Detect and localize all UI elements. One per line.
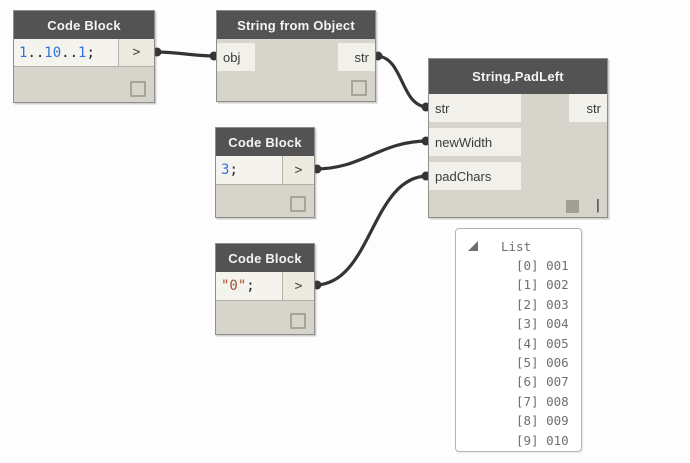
lacing-indicator[interactable]: |: [594, 198, 602, 213]
list-item: [3] 004: [516, 316, 569, 332]
node-code-block-3[interactable]: Code Block "0"; >: [215, 243, 315, 335]
list-item: [8] 009: [516, 413, 569, 429]
preview-checkbox[interactable]: [290, 313, 306, 329]
list-item: [6] 007: [516, 374, 569, 390]
preview-checkbox[interactable]: [351, 80, 367, 96]
output-port-str[interactable]: str: [569, 94, 607, 122]
code-token: 1: [78, 44, 87, 61]
code-token: ..: [61, 44, 79, 61]
output-port[interactable]: >: [282, 272, 314, 300]
list-item: [7] 008: [516, 393, 569, 409]
preview-list-label[interactable]: List: [501, 238, 532, 254]
node-title[interactable]: String from Object: [217, 11, 375, 39]
list-item: [0] 001: [516, 258, 569, 273]
output-port-str[interactable]: str: [338, 43, 375, 71]
list-item: [4] 005: [516, 335, 569, 351]
code-token: ..: [27, 44, 45, 61]
input-port-padchars[interactable]: padChars: [429, 162, 521, 190]
wire-codeblock2-to-newwidth[interactable]: [313, 139, 430, 171]
list-item: [5] 006: [516, 354, 569, 370]
input-port-str[interactable]: str: [429, 94, 521, 122]
wire-codeblock1-to-obj[interactable]: [153, 50, 218, 58]
code-token: ;: [86, 44, 95, 61]
code-input[interactable]: 1..10..1;: [14, 39, 118, 66]
code-input[interactable]: 3;: [216, 156, 282, 184]
node-string-padleft[interactable]: String.PadLeft str newWidth padChars str…: [428, 58, 608, 218]
list-item: [9] 010: [516, 432, 569, 448]
node-code-block-2[interactable]: Code Block 3; >: [215, 127, 315, 218]
code-input[interactable]: "0";: [216, 272, 282, 300]
node-title[interactable]: Code Block: [216, 244, 314, 272]
wire-codeblock3-to-padchars[interactable]: [313, 174, 430, 287]
list-item: [2] 003: [516, 296, 569, 312]
preview-list-items: [0] 001 [1] 002 [2] 003 [3] 004 [4] 005 [5] 0…: [456, 256, 581, 450]
node-title[interactable]: Code Block: [14, 11, 154, 39]
input-port-newwidth[interactable]: newWidth: [429, 128, 521, 156]
output-port[interactable]: >: [282, 156, 314, 184]
code-token: ;: [229, 162, 238, 178]
node-code-block-1[interactable]: Code Block 1..10..1; >: [13, 10, 155, 103]
code-token: ;: [246, 278, 255, 294]
preview-checkbox[interactable]: [130, 81, 146, 97]
list-item: [1] 002: [516, 277, 569, 293]
input-port-obj[interactable]: obj: [217, 43, 255, 71]
code-token: 3: [221, 162, 230, 178]
node-string-from-object[interactable]: String from Object obj str: [216, 10, 376, 102]
code-token: "0": [221, 278, 247, 294]
wire-str-to-str[interactable]: [374, 54, 430, 109]
output-port[interactable]: >: [118, 39, 154, 66]
node-title[interactable]: Code Block: [216, 128, 314, 156]
preview-toggle-filled[interactable]: [566, 200, 579, 213]
code-token: 10: [44, 44, 62, 61]
code-token: 1: [19, 44, 28, 61]
node-title[interactable]: String.PadLeft: [429, 59, 607, 94]
preview-checkbox[interactable]: [290, 196, 306, 212]
collapse-triangle-icon[interactable]: [468, 241, 478, 251]
preview-bubble: List [0] 001 [1] 002 [2] 003 [3] 004 [4] 005…: [455, 228, 582, 452]
